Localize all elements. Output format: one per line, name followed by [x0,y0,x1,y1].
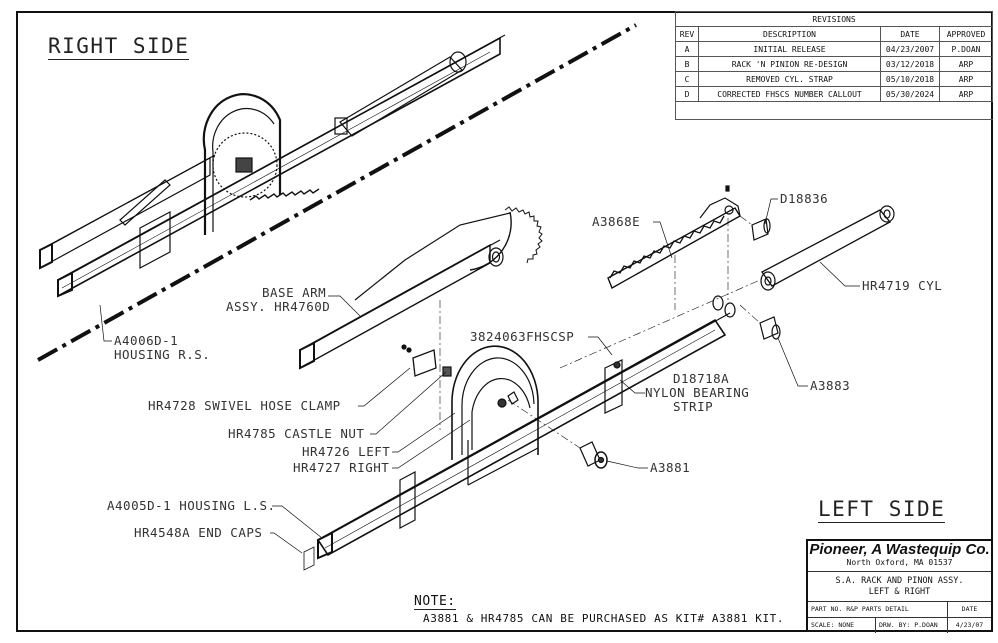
revisions-table: REVISIONS REV DESCRIPTION DATE APPROVED … [675,11,993,102]
revision-row: C REMOVED CYL. STRAP 05/10/2018 ARP [675,71,993,87]
revision-row: B RACK 'N PINION RE-DESIGN 03/12/2018 AR… [675,56,993,72]
hose-clamp-part [401,344,452,377]
part-row: PART NO. R&P PARTS DETAIL DATE [808,602,991,618]
col-approved: APPROVED [939,26,993,42]
callout-pin-d18836: D18836 [780,191,829,206]
hydraulic-cylinder [760,205,895,291]
callout-nylon-line3: STRIP [673,399,714,414]
callout-cylinder: HR4719 CYL [862,278,943,293]
callout-hose-clamp: HR4728 SWIVEL HOSE CLAMP [148,398,341,413]
date-cell: 03/12/2018 [880,56,940,72]
description-cell: REMOVED CYL. STRAP [698,71,881,87]
pin-a3881 [579,441,608,469]
rev-cell: B [675,56,699,72]
company-block: Pioneer, A Wastequip Co. North Oxford, M… [808,541,991,572]
approved-cell: ARP [939,56,993,72]
right-side-assembly [39,34,506,298]
date-label: DATE [961,605,978,613]
scale: SCALE: NONE [808,618,876,633]
title-block: Pioneer, A Wastequip Co. North Oxford, M… [806,539,993,633]
drawing-title-block: S.A. RACK AND PINON ASSY. LEFT & RIGHT [808,572,991,602]
callout-pin-a3883: A3883 [810,378,851,393]
callout-right-plate: HR4727 RIGHT [293,460,390,475]
revision-row: D CORRECTED FHSCS NUMBER CALLOUT 05/30/2… [675,86,993,102]
callout-housing-ls: A4005D-1 HOUSING L.S. [107,498,276,513]
callout-pin-a3881: A3881 [650,460,691,475]
description-cell: INITIAL RELEASE [698,41,881,57]
approved-cell: ARP [939,71,993,87]
callout-screw: 3824063FHSCSP [470,329,575,344]
company-name: Pioneer, A Wastequip Co. [809,541,990,558]
drawing-title-line2: LEFT & RIGHT [868,587,931,597]
pin-a3883 [759,316,781,340]
callout-rack: A3868E [592,214,641,229]
drawing-frame [16,11,993,632]
rev-cell: D [675,86,699,102]
revisions-blank-area [675,102,993,120]
section-separator-line [37,23,637,362]
leader-lines [99,198,860,554]
revisions-title: REVISIONS [675,11,993,27]
callout-base-arm-line2: ASSY. HR4760D [226,299,331,314]
drawn-by: DRW. BY: P.DOAN [876,618,948,633]
callout-nylon-line1: D18718A [673,371,730,386]
callout-housing-rs-line2: HOUSING R.S. [114,347,211,362]
description-cell: RACK 'N PINION RE-DESIGN [698,56,881,72]
part-number: PART NO. R&P PARTS DETAIL [808,602,948,617]
date-cell: 05/30/2024 [880,86,940,102]
rev-cell: A [675,41,699,57]
date-cell: 04/23/2007 [880,41,940,57]
callout-left-plate: HR4726 LEFT [302,444,391,459]
right-side-title: RIGHT SIDE [48,34,190,60]
company-address: North Oxford, MA 01537 [846,558,953,567]
callout-castle-nut: HR4785 CASTLE NUT [228,426,365,441]
date-cell: 05/10/2018 [880,71,940,87]
pin-d18836 [751,218,771,241]
approved-cell: P.DOAN [939,41,993,57]
revision-row: A INITIAL RELEASE 04/23/2007 P.DOAN [675,41,993,57]
col-rev: REV [675,26,699,42]
drawing-date: 4/23/07 [955,621,984,629]
base-arm-assembly [299,206,543,370]
rack-gear [607,185,741,290]
col-date: DATE [880,26,940,42]
note-heading: NOTE: [414,594,456,610]
center-lines [439,215,761,449]
approved-cell: ARP [939,86,993,102]
left-side-assembly [303,295,736,571]
callout-housing-rs-line1: A4006D-1 [114,333,179,348]
col-description: DESCRIPTION [698,26,881,42]
drawing-title-line1: S.A. RACK AND PINON ASSY. [835,576,964,586]
callout-end-caps: HR4548A END CAPS [134,525,263,540]
left-side-title: LEFT SIDE [818,497,946,523]
callout-nylon-line2: NYLON BEARING [645,385,750,400]
callout-base-arm-line1: BASE ARM [262,285,327,300]
scale-row: SCALE: NONE DRW. BY: P.DOAN 4/23/07 [808,618,991,633]
note-text: A3881 & HR4785 CAN BE PURCHASED AS KIT# … [423,612,785,625]
description-cell: CORRECTED FHSCS NUMBER CALLOUT [698,86,881,102]
rev-cell: C [675,71,699,87]
